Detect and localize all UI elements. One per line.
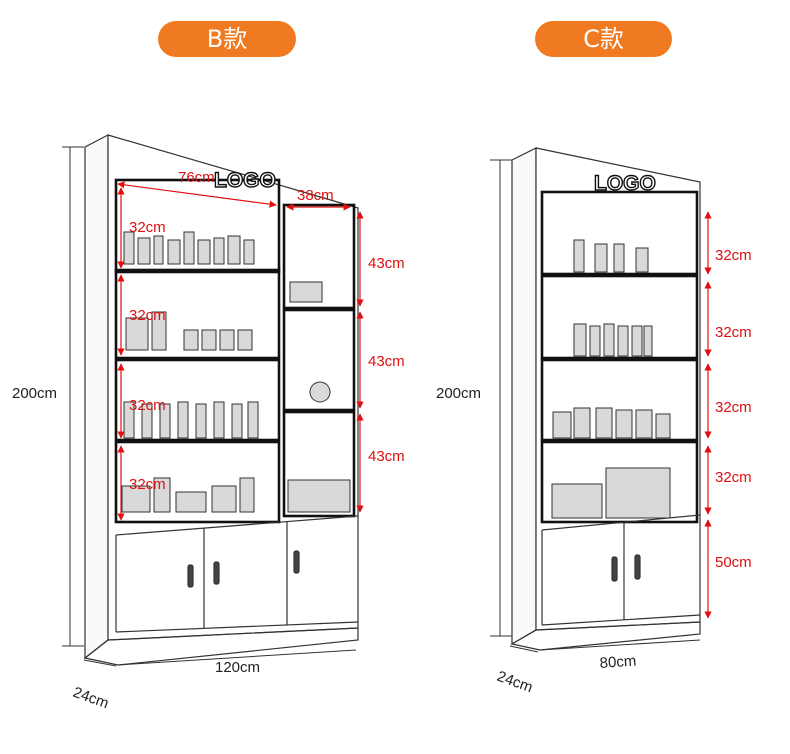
- door-handle-icon: [213, 561, 220, 585]
- door-handle-icon: [293, 550, 300, 574]
- cabinet-c-depth-label: 24cm: [495, 668, 535, 697]
- door-handle-icon: [187, 564, 194, 588]
- cabinet-b-top-width-label: 76cm: [178, 169, 215, 186]
- door-handle-icon: [634, 554, 641, 580]
- cabinet-c-height-label: 200cm: [436, 385, 481, 402]
- cabinet-c-shelf-3-label: 32cm: [715, 399, 752, 416]
- cabinet-b-depth-label: 24cm: [71, 684, 111, 713]
- cabinet-b: LOGO: [83, 134, 359, 666]
- door-handle-icon: [611, 556, 618, 582]
- cabinet-b-height-label: 200cm: [12, 385, 57, 402]
- cabinet-b-right-shelf-2-label: 43cm: [368, 353, 405, 370]
- cabinet-c-shelf-2-label: 32cm: [715, 324, 752, 341]
- cabinet-c-shelf-4-label: 32cm: [715, 469, 752, 486]
- cabinet-b-right-width-label: 38cm: [297, 187, 334, 204]
- model-c-badge: C款: [535, 21, 672, 57]
- cabinet-c-shelf-1-label: 32cm: [715, 247, 752, 264]
- logo-text-c: LOGO: [594, 172, 656, 195]
- cabinet-b-shelf-3-label: 32cm: [129, 397, 166, 414]
- cabinet-b-shelf-4-label: 32cm: [129, 476, 166, 493]
- cabinet-b-shelf-2-label: 32cm: [129, 307, 166, 324]
- cabinet-b-right-shelf-3-label: 43cm: [368, 448, 405, 465]
- cabinet-c: LOGO: [510, 147, 701, 651]
- model-b-badge: B款: [158, 21, 296, 57]
- cabinet-b-width-label: 120cm: [215, 659, 260, 676]
- cabinet-b-right-shelf-1-label: 43cm: [368, 255, 405, 272]
- cabinet-b-shelf-1-label: 32cm: [129, 219, 166, 236]
- cabinet-c-width-label: 80cm: [599, 652, 637, 672]
- cabinet-c-base-label: 50cm: [715, 554, 752, 571]
- logo-text-b: LOGO: [214, 169, 276, 192]
